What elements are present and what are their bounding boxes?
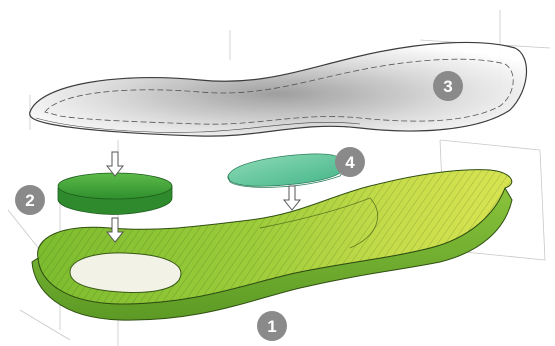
down-arrow [107,152,123,176]
badge-2: 2 [15,185,45,215]
badge-4-label: 4 [345,153,355,172]
forefoot-pad [228,154,346,188]
badge-1: 1 [257,311,287,341]
down-arrow [284,186,300,210]
badge-2-label: 2 [25,191,34,210]
badge-3: 3 [433,71,463,101]
badge-4: 4 [335,147,365,177]
heel-pad [58,173,172,214]
badge-3-label: 3 [443,77,452,96]
badge-1-label: 1 [267,317,276,336]
